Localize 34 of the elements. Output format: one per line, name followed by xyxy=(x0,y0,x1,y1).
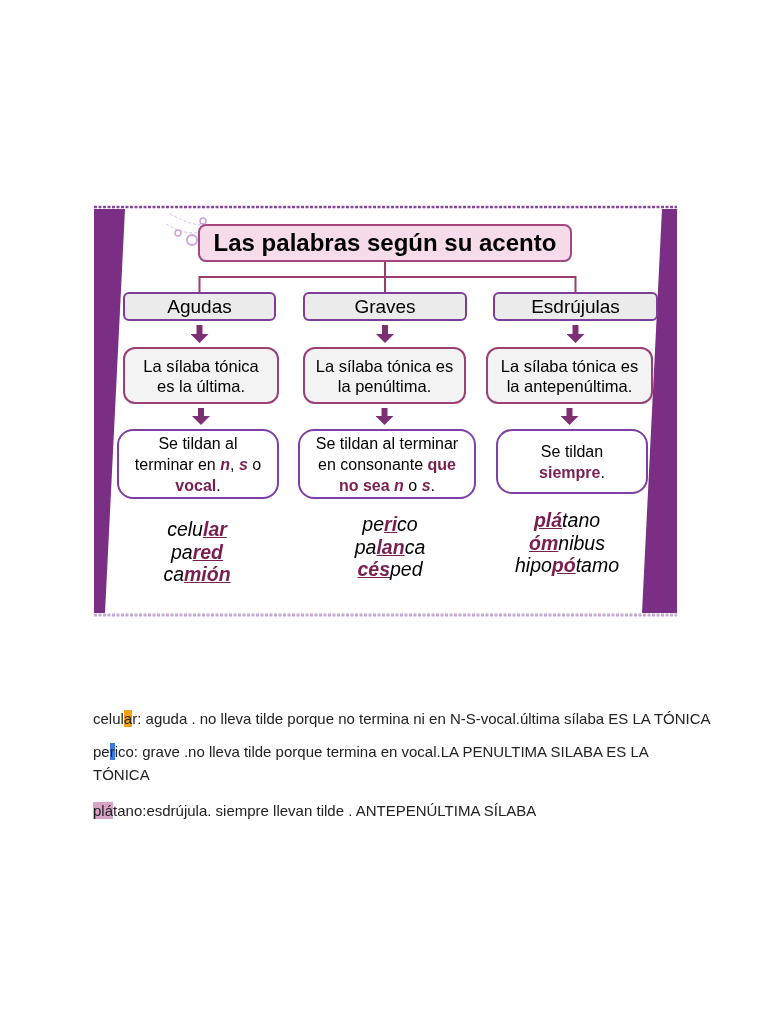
example-word: camión xyxy=(163,563,231,585)
example-word: palanca xyxy=(354,535,426,558)
example-word: hipopótamo xyxy=(514,554,620,576)
category-box xyxy=(123,292,276,321)
example-word: ómnibus xyxy=(529,531,605,554)
definition-box xyxy=(303,347,466,404)
example-word: pared xyxy=(170,540,224,563)
definition-text: La sílaba tónica es la penúltima. xyxy=(314,355,455,396)
note-text: celular: aguda . no lleva tilde porque no termina ni en N-S-vocal.última sílaba ES LA TÓNICA xyxy=(93,709,712,729)
category-label: Agudas xyxy=(167,295,232,318)
block-arrow xyxy=(375,408,394,425)
definition-box xyxy=(123,347,279,404)
example-word: perico xyxy=(362,513,418,535)
block-arrow xyxy=(566,325,585,343)
connector-line xyxy=(384,261,577,293)
note-text: plátano:esdrújula. siempre llevan tilde . ANTEPENÚLTIMA SÍLABA xyxy=(93,801,538,821)
category-box xyxy=(303,292,467,321)
category-label: Esdrújulas xyxy=(531,295,620,318)
rule-text: Se tildan siempre. xyxy=(538,441,606,483)
rule-text: Se tildan al terminar en n, s o vocal. xyxy=(133,433,263,496)
category-label: Graves xyxy=(354,295,416,318)
title-text: Las palabras según su acento xyxy=(213,229,557,257)
example-word: césped xyxy=(357,558,423,580)
title-box xyxy=(198,224,572,262)
category-box xyxy=(493,292,658,321)
block-arrow xyxy=(190,325,209,343)
definition-text: La sílaba tónica es la última. xyxy=(142,355,260,396)
block-arrow xyxy=(376,325,394,343)
definition-text: La sílaba tónica es la antepenúltima. xyxy=(500,355,639,396)
example-word: celular xyxy=(167,518,227,540)
block-arrow xyxy=(192,408,210,425)
block-arrow xyxy=(560,408,579,425)
definition-box xyxy=(486,347,653,404)
example-word: plátano xyxy=(533,509,601,531)
